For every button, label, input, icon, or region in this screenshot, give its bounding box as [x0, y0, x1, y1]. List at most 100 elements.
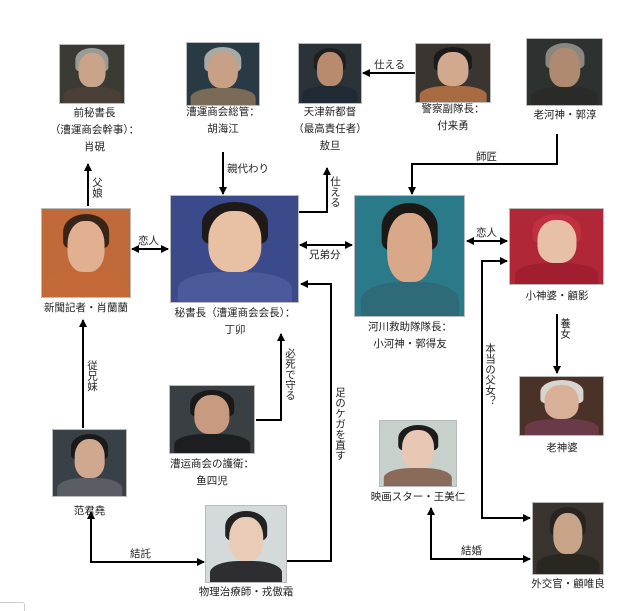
portrait-face	[536, 219, 577, 263]
relation-acting-parent: 親代わり	[227, 163, 269, 175]
portrait-face	[207, 210, 262, 273]
name-line: 小神婆・顧影	[525, 290, 589, 302]
name-line: 肖硯	[84, 141, 105, 153]
name-line: 警察副隊長：	[421, 103, 485, 115]
label-hu-haijiang: 漕運商会総管： 胡海江	[172, 104, 274, 138]
portrait-body	[360, 282, 459, 316]
portrait-body	[46, 272, 126, 297]
portrait-body	[177, 272, 292, 302]
relation-cousins: 従兄妹	[86, 360, 98, 392]
portrait-body	[302, 86, 358, 103]
label-rong-aoshuang: 物理治療師・戎傲霜	[186, 584, 306, 601]
label-wang-meiren: 映画スター・王美仁	[363, 489, 473, 506]
arrow-marriage	[427, 507, 531, 563]
portrait-guo-deyou	[354, 195, 465, 317]
portrait-face	[548, 48, 581, 87]
arrow-mentor	[408, 134, 558, 195]
portrait-body	[210, 560, 282, 582]
name-line: 丁卯	[224, 324, 246, 336]
relation-father-daughter: 父娘	[91, 177, 103, 198]
portrait-wang-meiren	[379, 420, 457, 487]
portrait-guo-chun	[526, 38, 603, 106]
name-line: 鱼四児	[196, 475, 228, 487]
name-line: 胡海江	[207, 123, 239, 135]
portrait-yu-sier	[169, 385, 255, 454]
label-fan-junyao: 范君堯	[52, 503, 127, 520]
name-line: 敖旦	[319, 140, 341, 152]
label-ao-dan: 天津新都督 （最高責任者） 敖旦	[286, 104, 374, 155]
portrait-face	[437, 52, 469, 86]
portrait-face	[316, 52, 344, 87]
name-line: （最高責任者）	[293, 123, 367, 135]
relation-real-father: 本当の父女？	[484, 343, 496, 406]
label-gu-weiliang: 外交官・顧唯良	[516, 576, 620, 593]
name-line: （漕運商会幹事）：	[49, 124, 140, 136]
relation-mentor: 師匠	[476, 151, 497, 163]
label-yu-sier: 漕运商会の護衛： 鱼四児	[160, 456, 264, 490]
portrait-face	[78, 53, 106, 87]
name-line: 河川救助隊隊長：	[368, 321, 452, 333]
portrait-gu-weiliang	[532, 502, 604, 575]
name-line: 漕運商会総管：	[186, 106, 260, 118]
arrow-collusion	[87, 511, 205, 566]
portrait-face	[74, 439, 105, 478]
portrait-gu-ying	[509, 208, 604, 285]
label-xiao-yan: 前秘書長 （漕運商会幹事）： 肖硯	[27, 105, 162, 156]
portrait-body	[419, 85, 487, 102]
relation-serves-fulaiyong: 仕える	[374, 59, 406, 71]
name-line: 秘書長（漕運商会会長）：	[174, 307, 296, 319]
portrait-face	[544, 385, 579, 419]
portrait-body	[174, 434, 250, 453]
portrait-lao-shenpo	[519, 376, 604, 436]
portrait-body	[63, 86, 121, 103]
relation-collusion: 結託	[130, 548, 151, 560]
relation-sworn-brothers: 兄弟分	[309, 249, 341, 261]
label-xiao-lanlan: 新聞記者・肖蘭蘭	[34, 300, 138, 317]
arrow-protects	[256, 333, 285, 421]
portrait-body	[190, 87, 256, 105]
name-line: 天津新都督	[303, 106, 357, 118]
portrait-body	[383, 467, 453, 486]
portrait-xiao-yan	[59, 44, 125, 104]
portrait-body	[56, 477, 123, 496]
label-guo-deyou: 河川救助隊隊長： 小河神・郭得友	[360, 319, 460, 353]
name-line: 范君堯	[73, 505, 106, 517]
name-line: 老神婆	[546, 442, 578, 454]
name-line: 漕运商会の護衛：	[170, 458, 254, 470]
relation-serves-dingmao: 仕える	[329, 176, 341, 208]
label-fu-laiyong: 警察副隊長： 付来勇	[410, 101, 496, 135]
portrait-face	[229, 516, 263, 561]
relation-adopted-daughter: 養女	[559, 318, 571, 339]
portrait-body	[524, 418, 599, 435]
arrow-serves-dingmao	[299, 167, 331, 213]
portrait-face	[194, 395, 230, 435]
relation-heals-leg: 足のケガを直す	[334, 387, 346, 461]
relation-lovers-left: 恋人	[138, 235, 159, 247]
portrait-face	[207, 51, 239, 88]
portrait-face	[386, 212, 433, 283]
relation-marriage: 結婚	[461, 545, 482, 557]
portrait-hu-haijiang	[186, 42, 260, 106]
name-line: 前秘書長	[73, 107, 116, 119]
portrait-body	[514, 263, 599, 284]
portrait-face	[402, 430, 434, 468]
name-line: 老河神・郭淳	[533, 109, 597, 121]
label-lao-shenpo: 老神婆	[521, 440, 603, 457]
name-line: 小河神・郭得友	[373, 338, 447, 350]
label-ding-mao: 秘書長（漕運商会会長）： 丁卯	[165, 305, 305, 339]
portrait-fu-laiyong	[415, 43, 491, 103]
name-line: 物理治療師・戎傲霜	[198, 586, 294, 598]
portrait-xiao-lanlan	[41, 208, 131, 298]
portrait-body	[530, 86, 599, 105]
name-line: 外交官・顧唯良	[531, 578, 605, 590]
name-line: 映画スター・王美仁	[370, 491, 466, 503]
label-guo-chun: 老河神・郭淳	[520, 107, 610, 124]
name-line: 付来勇	[437, 120, 469, 132]
portrait-ao-dan	[298, 43, 362, 104]
label-gu-ying: 小神婆・顧影	[512, 288, 602, 305]
arrow-heals-leg	[286, 280, 332, 562]
portrait-rong-aoshuang	[205, 505, 287, 583]
portrait-body	[536, 554, 600, 574]
portrait-face	[67, 221, 105, 273]
